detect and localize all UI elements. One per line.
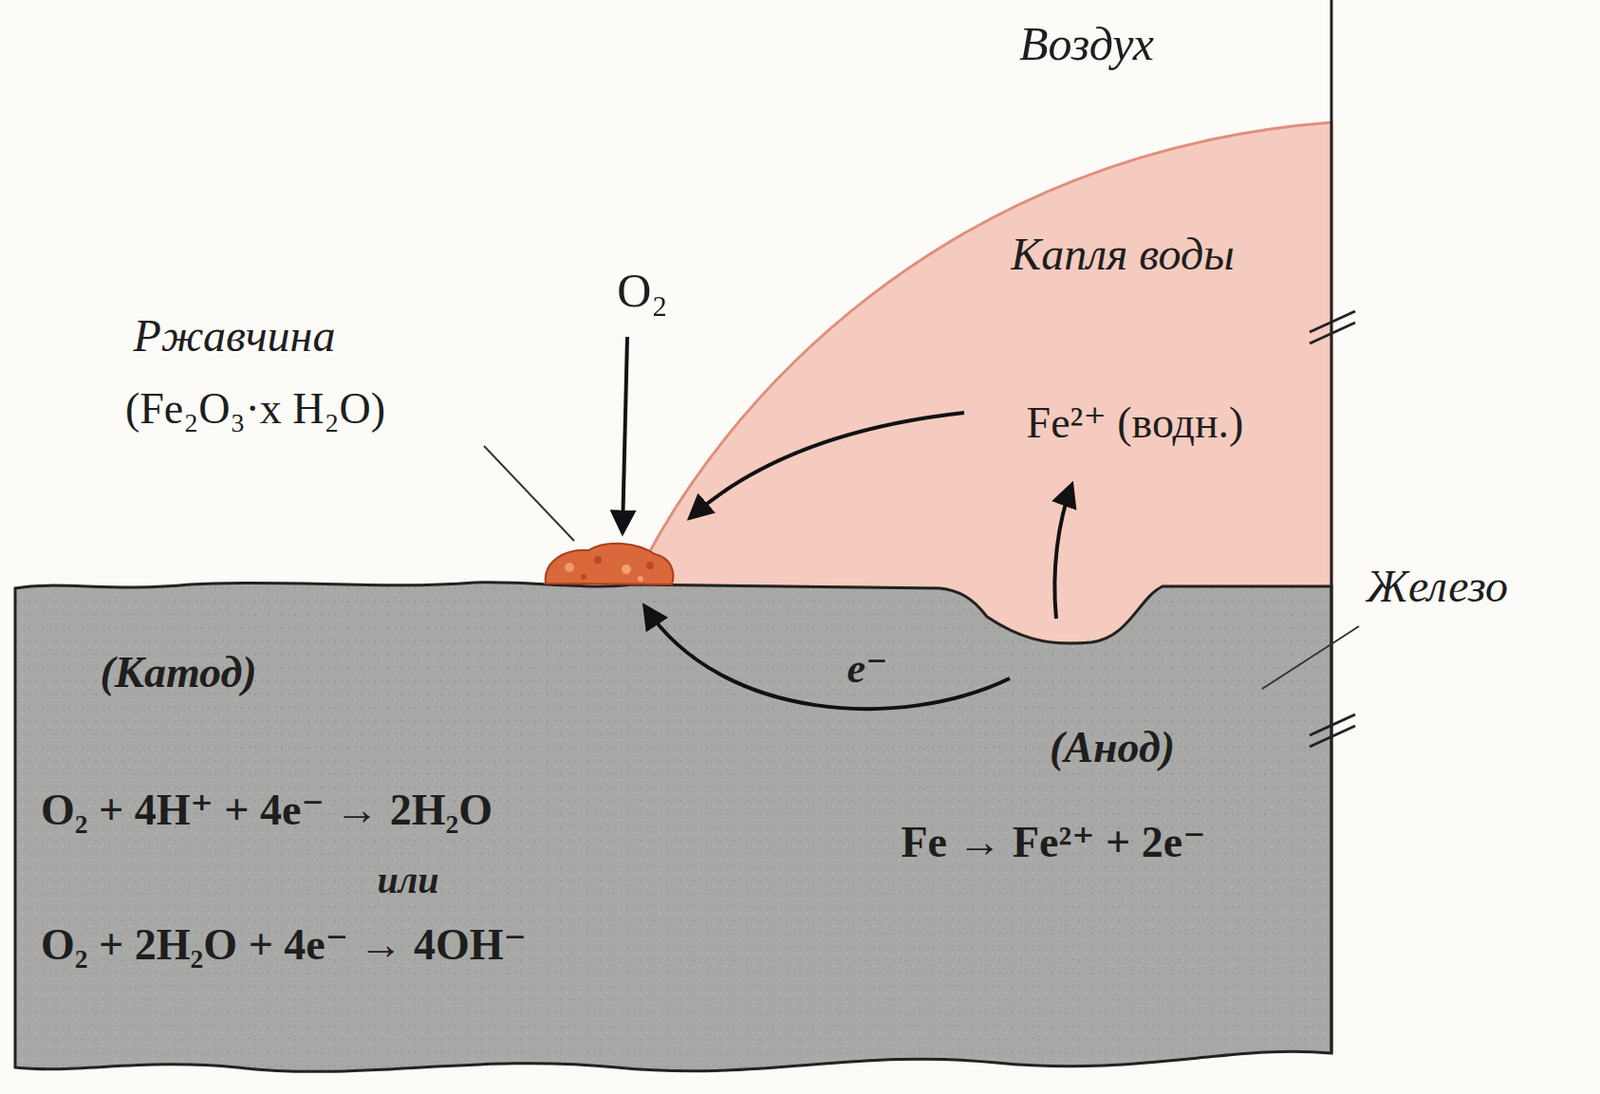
dissolution-arrow bbox=[1054, 485, 1072, 619]
cathode-equation: O₂ + 4H⁺ + 4e⁻ → 2H₂O bbox=[40, 785, 493, 837]
oxygen-label: O₂ bbox=[616, 263, 669, 319]
electron-arrow bbox=[645, 607, 1010, 709]
rust-label: Ржавчина bbox=[133, 309, 336, 362]
medium-label: Воздух bbox=[1019, 17, 1154, 73]
rust-deposit bbox=[545, 543, 674, 585]
cathode-equation: O₂ + 2H₂O + 4e⁻ → 4OH⁻ bbox=[40, 920, 527, 971]
iron-leader bbox=[1262, 626, 1359, 689]
iron-block bbox=[15, 582, 1332, 1073]
oxygen-arrow bbox=[622, 336, 628, 532]
electron-label: e⁻ bbox=[847, 645, 889, 694]
cathode-label: (Катод) bbox=[99, 648, 257, 699]
rust-formula: (Fe₂O₃·x H₂O) bbox=[125, 384, 386, 435]
or-label: или bbox=[376, 858, 439, 903]
rust-leader bbox=[483, 446, 575, 541]
water-drop bbox=[632, 122, 1332, 644]
anode-label: (Анод) bbox=[1049, 723, 1175, 774]
iron-label: Железо bbox=[1366, 559, 1508, 613]
drop-label: Капля воды bbox=[1008, 227, 1237, 280]
anode-equation: Fe → Fe²⁺ + 2e⁻ bbox=[900, 818, 1206, 869]
boundary-line bbox=[1330, 0, 1334, 1054]
ion-label: Fe²⁺ (водн.) bbox=[1026, 398, 1245, 449]
iron-ion-arrow bbox=[690, 412, 965, 518]
break-mark bbox=[1309, 311, 1356, 747]
